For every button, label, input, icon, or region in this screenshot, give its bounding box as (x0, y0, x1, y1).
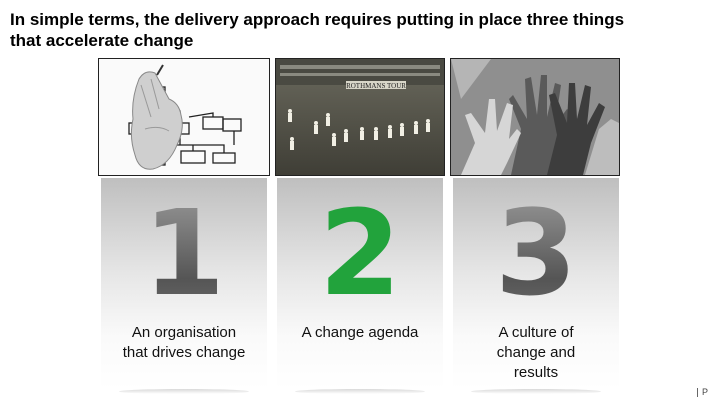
pillar-1: 1 An organisation that drives change (101, 178, 267, 394)
pillar-shadow (471, 389, 601, 394)
pillar-caption-2: A change agenda (277, 323, 443, 343)
pillar-caption-3: A culture of change and results (453, 323, 619, 383)
caption-line: results (513, 364, 559, 381)
pillar-number-3: 3 (453, 188, 619, 318)
org-chart-image (98, 58, 270, 176)
cricket-field-photo-icon: ROTHMANS TOUR (276, 59, 444, 175)
pillar-shadow (295, 389, 425, 394)
slide-footer: P (696, 386, 708, 397)
cricket-image: ROTHMANS TOUR (275, 58, 445, 176)
footer-divider (696, 388, 698, 397)
pillar-2: 2 A change agenda (277, 178, 443, 394)
hand-drawing-org-chart-icon (99, 59, 269, 175)
pillar-number-2: 2 (318, 184, 402, 322)
svg-text:ROTHMANS TOUR: ROTHMANS TOUR (346, 82, 406, 90)
slide-title: In simple terms, the delivery approach r… (10, 9, 710, 51)
pillar-caption-1: An organisation that drives change (101, 323, 267, 363)
caption-line: A change agenda (301, 324, 419, 341)
page-number: P (701, 386, 708, 397)
caption-line: that drives change (122, 344, 246, 361)
pillar-number-1: 1 (101, 188, 267, 318)
overlapping-hands-icon (451, 59, 619, 175)
hands-image (450, 58, 620, 176)
title-line-1: In simple terms, the delivery approach r… (10, 10, 625, 29)
caption-line: change and (496, 344, 576, 361)
pillar-shadow (119, 389, 249, 394)
title-line-2: that accelerate change (10, 31, 194, 50)
caption-line: A culture of (498, 324, 574, 341)
caption-line: An organisation (131, 324, 237, 341)
pillar-3: 3 A culture of change and results (453, 178, 619, 394)
